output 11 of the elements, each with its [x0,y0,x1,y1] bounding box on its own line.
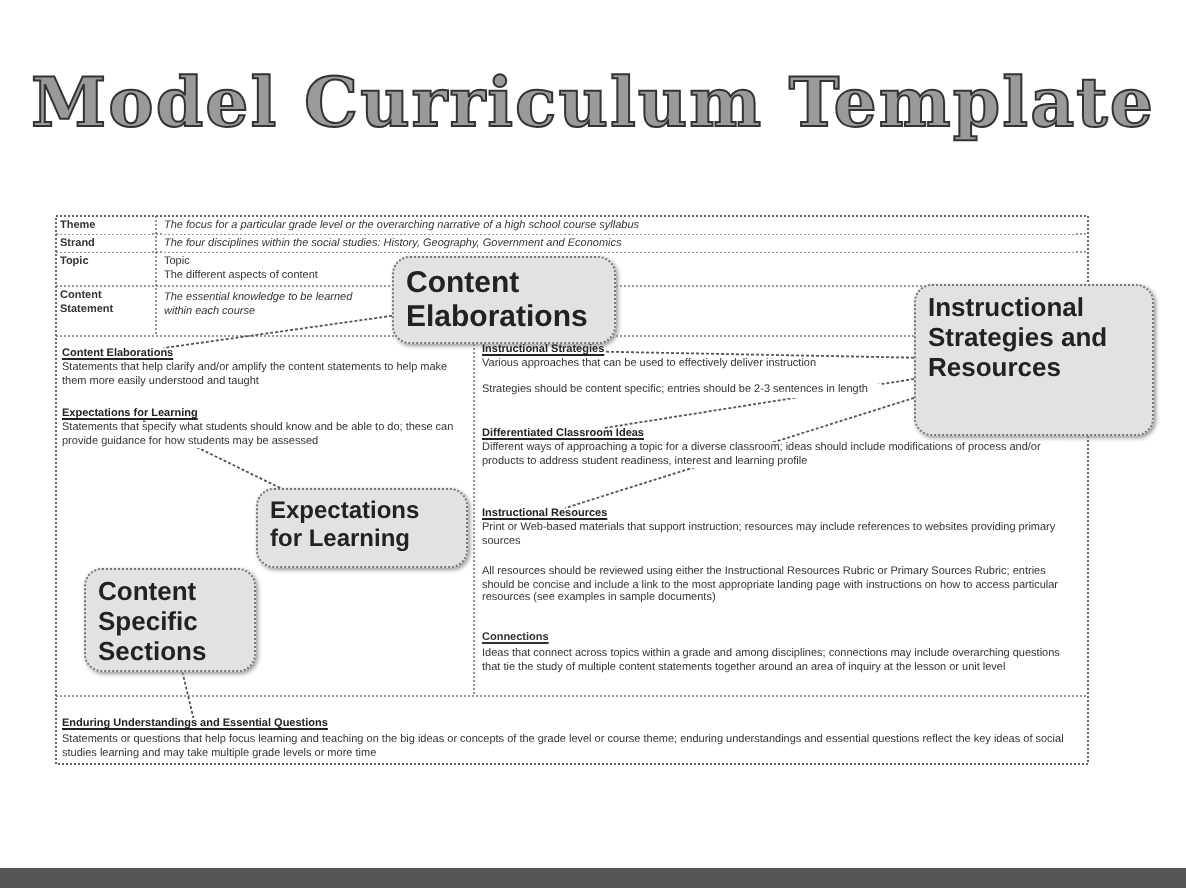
callout-bubble: Content Elaborations [392,256,616,344]
leader-line [162,314,393,349]
leader-line [603,378,915,429]
callout-bubble: Expectations for Learning [256,488,468,568]
leader-line [142,420,282,489]
leader-line [181,671,195,719]
slide-title: Model Curriculum Template [29,64,1157,144]
callout-bubble: Content Specific Sections [84,568,256,672]
callout-bubble: Instructional Strategies and Resources [914,284,1154,436]
leader-line [603,350,915,359]
leader-line [564,397,915,509]
